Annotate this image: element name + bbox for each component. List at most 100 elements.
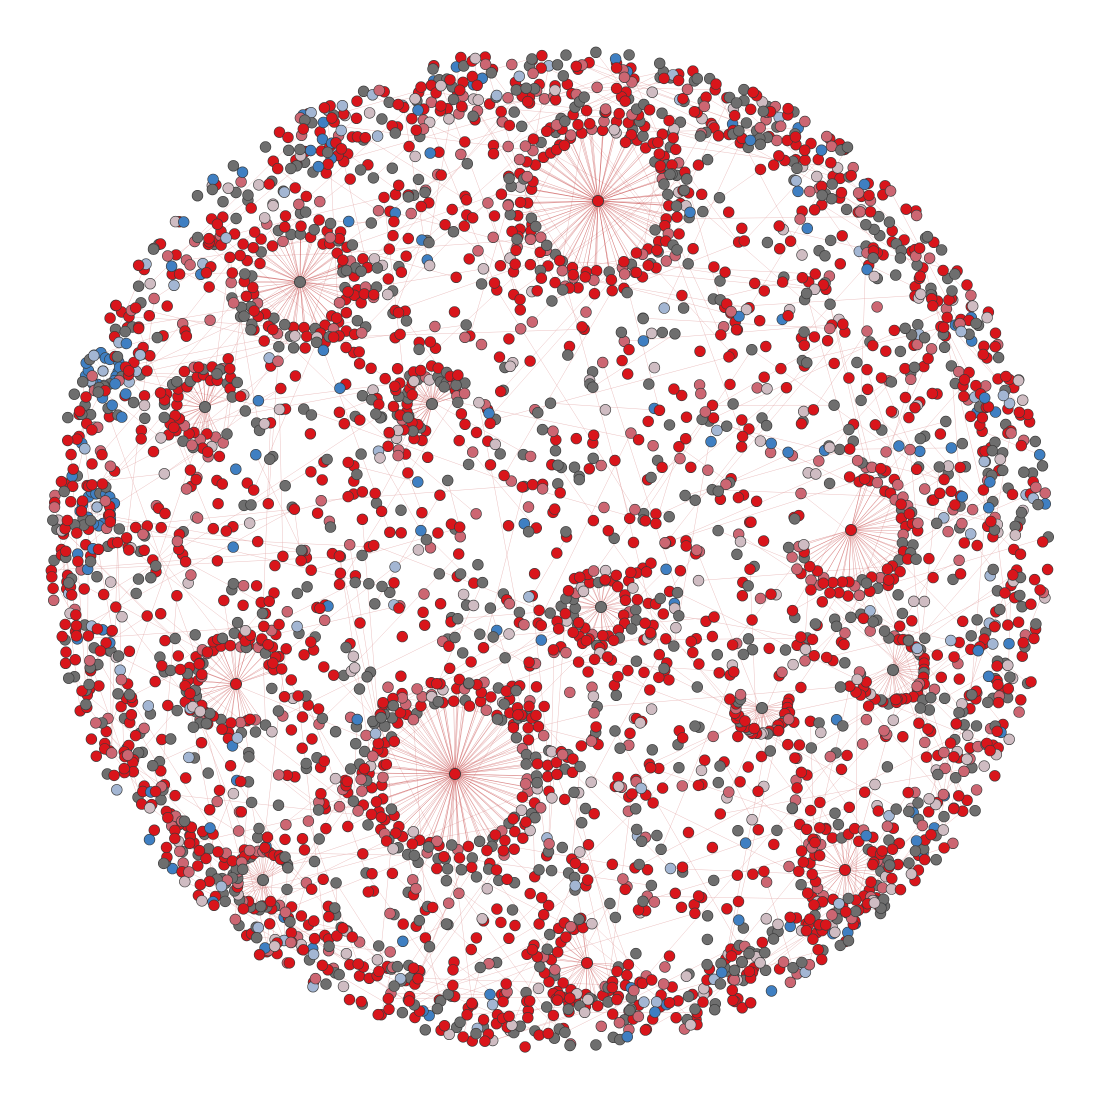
scatter-node (903, 411, 915, 424)
scatter-node (982, 502, 995, 514)
scatter-node (820, 919, 832, 931)
hub-8-spoke (380, 773, 456, 830)
scatter-node (393, 602, 405, 614)
scatter-node (706, 399, 719, 411)
scatter-node (715, 966, 728, 979)
scatter-node (954, 461, 966, 474)
edge (855, 691, 955, 809)
scatter-node (212, 498, 224, 510)
scatter-node (982, 696, 994, 709)
scatter-node (569, 879, 581, 892)
scatter-node (897, 730, 909, 743)
scatter-node (362, 886, 374, 898)
scatter-node (566, 766, 579, 778)
scatter-node (910, 209, 923, 222)
scatter-node (333, 800, 346, 813)
scatter-node (612, 670, 624, 683)
scatter-node (925, 828, 937, 841)
scatter-node (443, 897, 455, 909)
scatter-node (966, 300, 979, 312)
scatter-node (308, 855, 321, 868)
scatter-node (922, 723, 934, 735)
scatter-node (575, 816, 588, 829)
hub-1-spoke (597, 147, 646, 202)
scatter-node (701, 933, 714, 946)
scatter-node (244, 713, 256, 725)
scatter-node (685, 635, 697, 648)
scatter-node (185, 569, 197, 581)
hub-5-spoke (850, 526, 906, 531)
scatter-node (843, 471, 856, 483)
scatter-node (502, 199, 514, 212)
scatter-node (522, 501, 535, 513)
hub-1-spoke (597, 164, 667, 202)
scatter-node (728, 974, 740, 986)
scatter-node (132, 259, 145, 271)
scatter-node (350, 737, 362, 750)
hub-2-ring-node (239, 268, 251, 280)
edge (253, 342, 317, 491)
hub-4-ring-node (415, 364, 427, 377)
scatter-node (86, 458, 98, 470)
scatter-node (412, 544, 425, 556)
scatter-node (714, 275, 726, 287)
hub-8-ring-node (522, 734, 535, 746)
scatter-node (883, 216, 896, 228)
scatter-node (312, 703, 325, 715)
hub-13-ring-node (795, 878, 807, 891)
scatter-node (503, 1010, 515, 1022)
scatter-node (861, 383, 874, 395)
scatter-node (899, 362, 911, 375)
scatter-node (576, 321, 588, 333)
scatter-node (193, 844, 206, 857)
scatter-node (945, 634, 957, 647)
scatter-node (782, 713, 795, 725)
scatter-node (713, 192, 726, 204)
scatter-node (233, 825, 245, 837)
scatter-node (573, 571, 586, 583)
scatter-node (88, 349, 100, 362)
hub-5-spoke (850, 529, 900, 561)
scatter-node (235, 176, 247, 188)
scatter-node (1007, 569, 1019, 581)
scatter-node (667, 132, 679, 144)
scatter-node (296, 711, 309, 723)
scatter-node (677, 302, 690, 314)
scatter-node (1003, 733, 1015, 745)
scatter-node (213, 450, 226, 463)
scatter-node (277, 550, 289, 562)
edge (268, 361, 279, 504)
scatter-node (475, 338, 488, 351)
scatter-node (621, 1030, 633, 1043)
scatter-node (211, 795, 223, 808)
scatter-node (564, 992, 576, 1004)
scatter-node (861, 263, 873, 276)
scatter-node (612, 780, 625, 792)
scatter-node (507, 813, 519, 825)
scatter-node (192, 860, 204, 872)
scatter-node (301, 581, 313, 593)
scatter-node (565, 920, 577, 933)
scatter-node (251, 931, 263, 944)
hub-2-ring-node (346, 239, 359, 251)
scatter-node (808, 899, 820, 911)
scatter-node (244, 844, 256, 857)
edge (866, 369, 912, 513)
scatter-node (950, 718, 962, 730)
scatter-node (938, 746, 950, 759)
scatter-node (680, 411, 693, 423)
scatter-node (689, 1003, 701, 1015)
scatter-node (707, 412, 720, 424)
scatter-node (419, 619, 431, 631)
edge (469, 204, 509, 336)
hub-8-ring-node (390, 827, 402, 839)
scatter-node (392, 98, 404, 111)
scatter-node (713, 667, 725, 679)
hub-8-spoke (453, 701, 456, 775)
hub-12-ring-node (543, 976, 555, 988)
scatter-node (535, 634, 547, 646)
scatter-node (590, 721, 602, 733)
edge (205, 752, 249, 859)
hub-2-ring-node (258, 335, 270, 347)
scatter-node (334, 382, 346, 394)
